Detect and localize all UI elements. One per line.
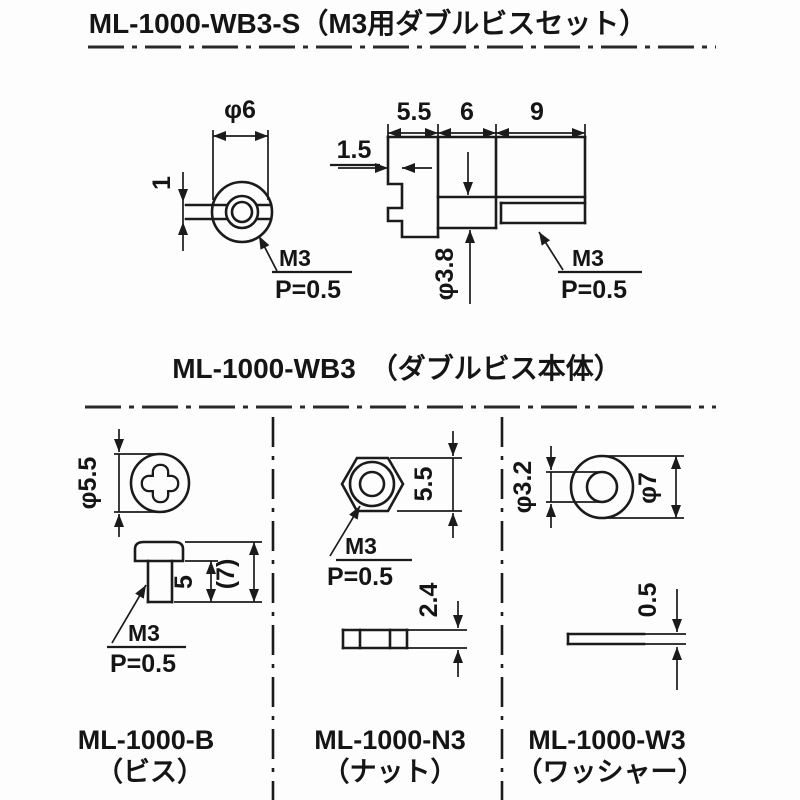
dim-body-length: 6	[460, 98, 474, 126]
dim-slot-depth: 1.5	[337, 136, 372, 164]
part-name-washer: （ワッシャー）	[516, 757, 705, 787]
pitch-spec-front: P=0.5	[275, 276, 341, 304]
dim-nut-width: 5.5	[410, 467, 438, 502]
screw-views: φ5.5 5 (7) M3 P=0.5	[74, 429, 262, 678]
set-side-view: 5.5 6 9 1.5 φ3.8 M3 P=0.5	[330, 98, 642, 304]
dim-screw-overall-length: (7)	[212, 559, 240, 590]
screw-pitch-spec: P=0.5	[110, 650, 176, 678]
part-name-screw: （ビス）	[96, 757, 204, 787]
dim-body-diameter: φ3.8	[431, 248, 459, 301]
nut-thread-spec: M3	[345, 533, 377, 559]
set-title: ML-1000-WB3-S（M3用ダブルビスセット）	[89, 7, 647, 39]
thread-spec-side: M3	[572, 245, 604, 271]
part-labels: ML-1000-B （ビス） ML-1000-N3 （ナット） ML-1000-…	[78, 725, 705, 787]
dim-washer-inner-diameter: φ3.2	[509, 461, 537, 514]
pitch-spec-side: P=0.5	[561, 276, 627, 304]
dim-washer-outer-diameter: φ7	[634, 472, 662, 504]
body-title: ML-1000-WB3 （ダブルビス本体）	[172, 352, 622, 384]
part-code-washer: ML-1000-W3	[528, 725, 686, 755]
nut-views: 5.5 M3 P=0.5 2.4	[327, 431, 467, 677]
dim-nut-thickness: 2.4	[415, 583, 443, 618]
dim-screw-head-diameter: φ5.5	[74, 457, 102, 510]
dim-slot-width: 1	[148, 176, 176, 190]
dim-screw-thread-length: 5	[170, 575, 198, 589]
thread-spec-front: M3	[279, 245, 311, 271]
dim-head-length: 5.5	[397, 98, 432, 126]
dim-washer-thickness: 0.5	[634, 583, 662, 618]
dim-phi6: φ6	[224, 96, 256, 124]
dim-thread-length: 9	[530, 98, 544, 126]
set-front-view: φ6 1 M3 P=0.5	[148, 96, 352, 304]
part-code-screw: ML-1000-B	[78, 725, 215, 755]
screw-thread-spec: M3	[128, 620, 160, 646]
part-name-nut: （ナット）	[323, 757, 458, 787]
washer-views: φ3.2 φ7 0.5	[509, 446, 686, 690]
nut-pitch-spec: P=0.5	[327, 563, 393, 591]
part-code-nut: ML-1000-N3	[314, 725, 466, 755]
